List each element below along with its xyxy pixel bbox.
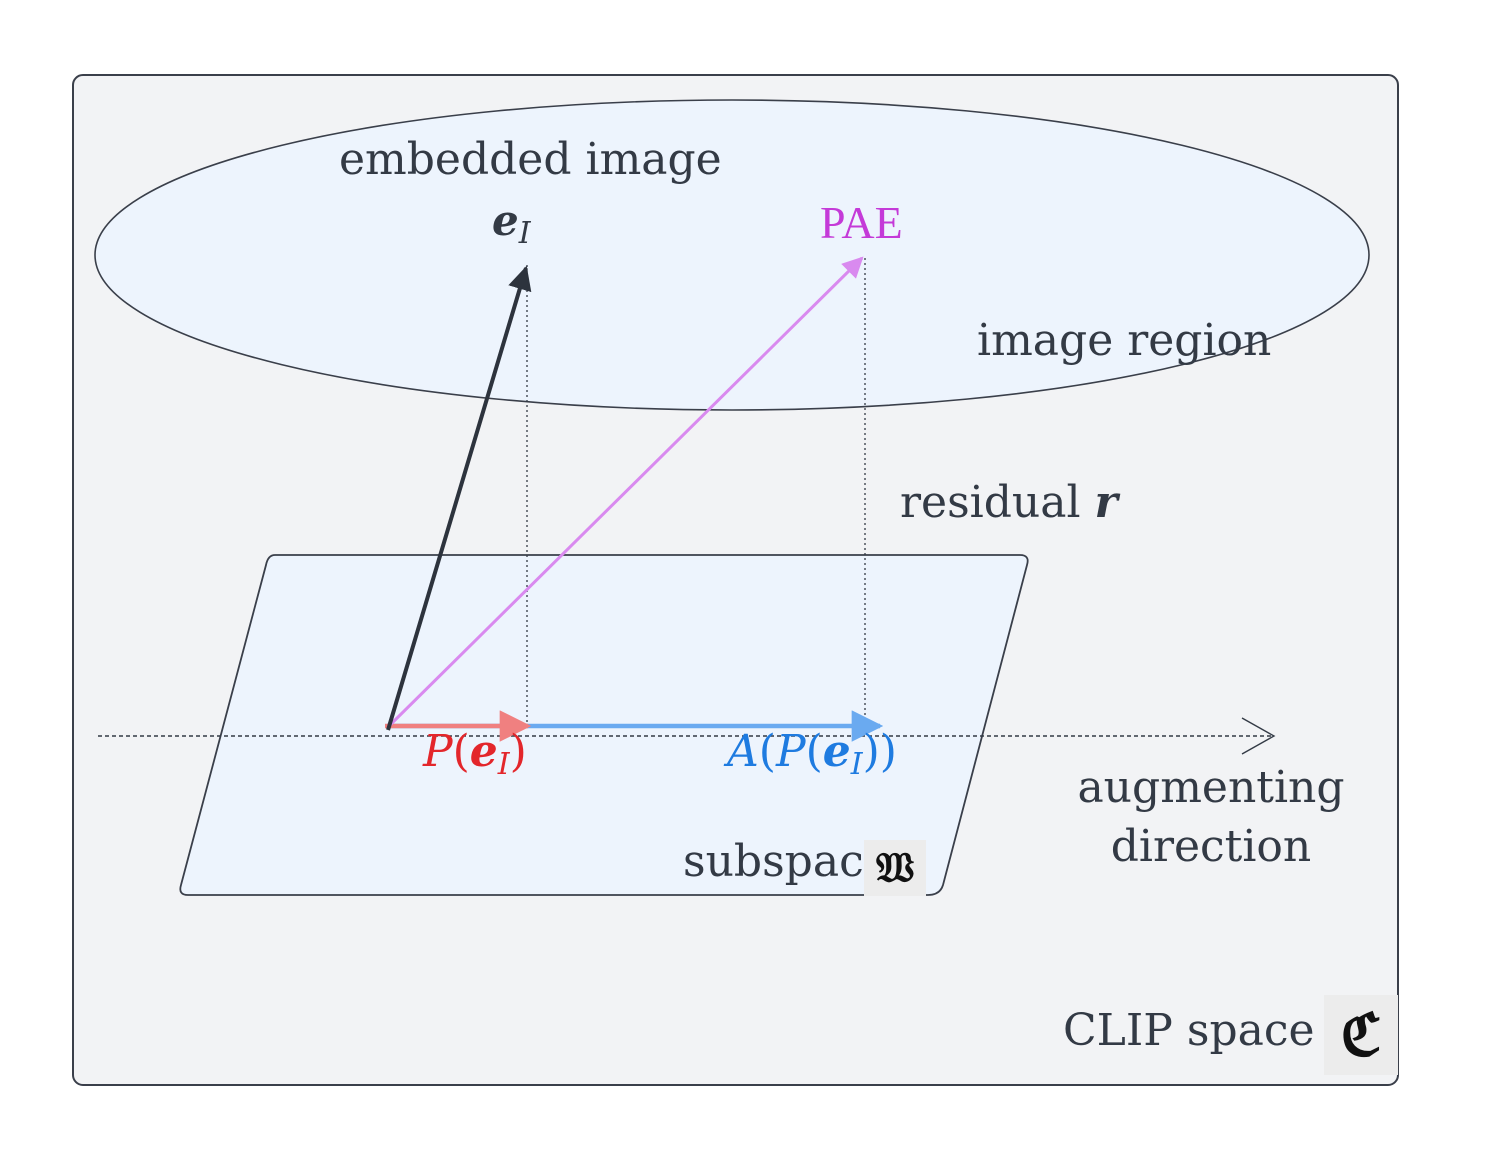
pae-vector-arrow [386,256,864,729]
image-region-label: image region [977,315,1271,366]
image-region-ellipse [94,99,1370,411]
subspace-symbol: 𝔚 [876,843,914,892]
embedded-image-vector-arrow [386,265,532,731]
e-i-label: eI [492,196,532,251]
residual-label: residual r [900,477,1121,528]
augmenting-direction-label-line1: augmenting [1077,762,1344,813]
clip-symbol-backdrop [1324,995,1398,1075]
projection-label: P(eI) [422,726,527,782]
augmenting-direction-label-line2: direction [1111,821,1312,872]
augmented-label: A(P(eI)) [723,726,897,782]
subspace-label: subspace [683,836,890,887]
augmenting-axis-arrowhead [1241,717,1276,755]
clip-space-label: CLIP space [1063,1005,1315,1056]
pae-label: PAE [820,197,903,248]
embedded-image-label: embedded image [339,134,722,185]
clip-symbol: ℭ [1341,1001,1382,1069]
subspace-symbol-backdrop [864,840,926,896]
